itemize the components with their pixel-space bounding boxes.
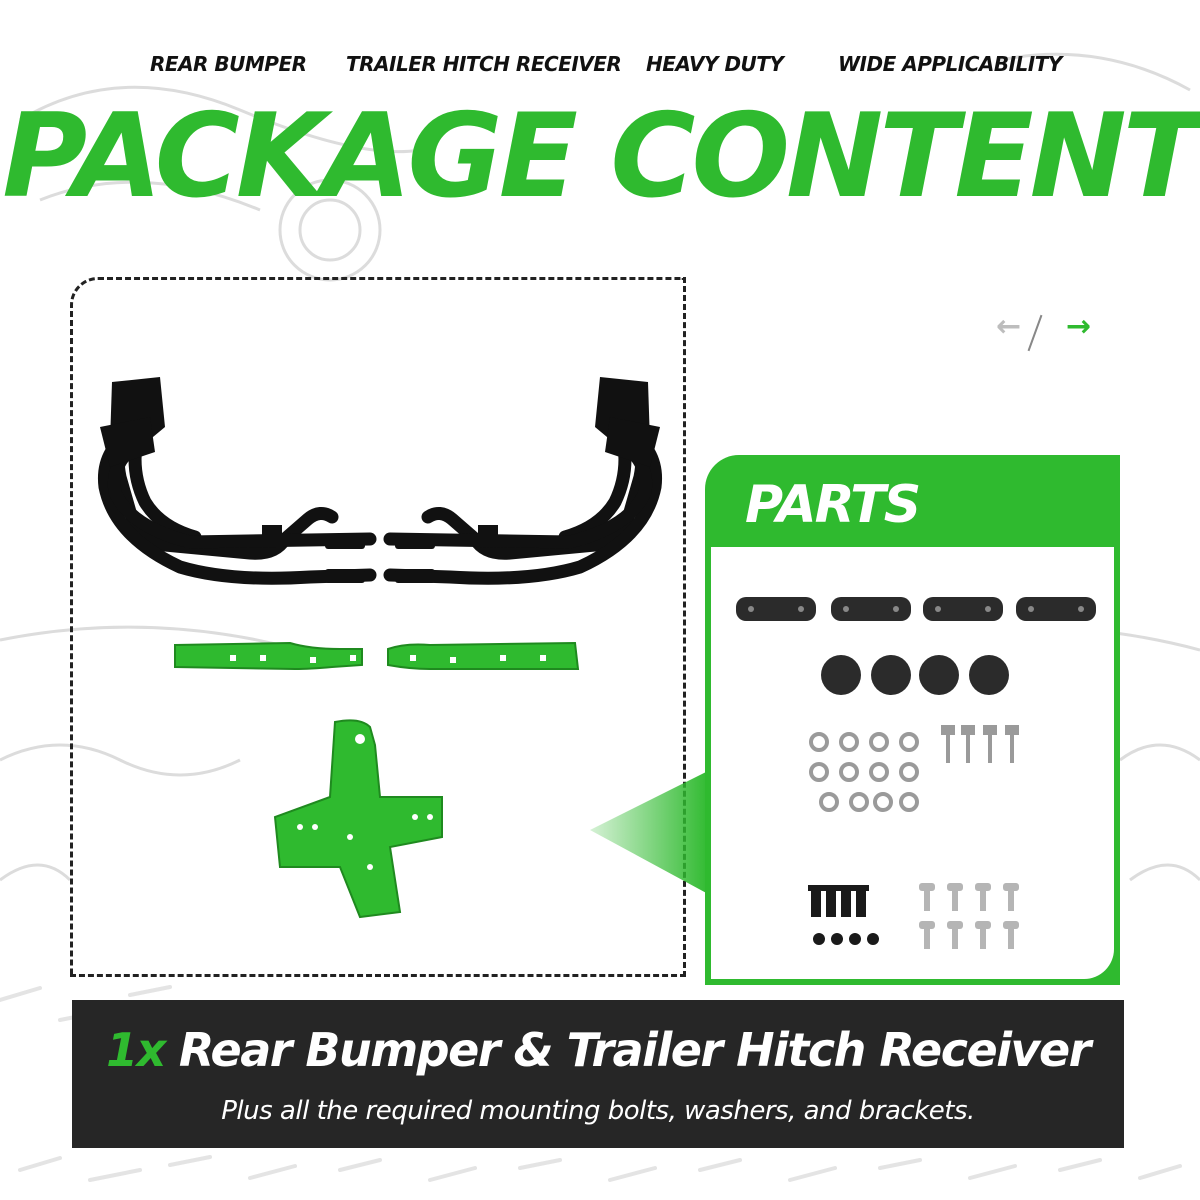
feature-wide-applicability: WIDE APPLICABILITY bbox=[838, 52, 1062, 76]
image-pager: ← → bbox=[996, 312, 1106, 352]
callout-pointer bbox=[590, 770, 710, 895]
arrow-right-icon[interactable]: → bbox=[1066, 309, 1092, 344]
feature-heavy-duty: HEAVY DUTY bbox=[646, 52, 784, 76]
parts-title: PARTS bbox=[745, 475, 921, 535]
page-title: PACKAGE CONTENT bbox=[2, 89, 1200, 224]
nuts bbox=[809, 732, 919, 812]
arrow-left-icon[interactable]: ← bbox=[996, 309, 1022, 344]
hardware-image bbox=[736, 597, 1096, 949]
bumper-left-bracket bbox=[100, 377, 282, 547]
spacer-bars bbox=[736, 597, 1096, 621]
parts-panel: PARTS bbox=[705, 455, 1120, 985]
hitch-plate bbox=[273, 719, 443, 919]
black-bolts bbox=[808, 885, 879, 945]
product-frame bbox=[70, 277, 686, 977]
hex-bolts bbox=[941, 725, 1019, 763]
feature-trailer-hitch-receiver: TRAILER HITCH RECEIVER bbox=[346, 52, 622, 76]
feature-labels: REAR BUMPER TRAILER HITCH RECEIVER HEAVY… bbox=[0, 52, 1200, 82]
product-image bbox=[97, 377, 663, 919]
parts-contents bbox=[711, 547, 1114, 979]
end-caps bbox=[821, 655, 1009, 695]
banner-quantity: 1x bbox=[106, 1023, 166, 1077]
feature-rear-bumper: REAR BUMPER bbox=[150, 52, 307, 76]
bumper-right-bracket bbox=[478, 377, 660, 547]
carriage-bolts bbox=[919, 883, 1019, 949]
banner-product-name: Rear Bumper & Trailer Hitch Receiver bbox=[178, 1023, 1091, 1077]
banner-subtitle: Plus all the required mounting bolts, wa… bbox=[221, 1096, 975, 1126]
pager-divider bbox=[1027, 314, 1043, 352]
